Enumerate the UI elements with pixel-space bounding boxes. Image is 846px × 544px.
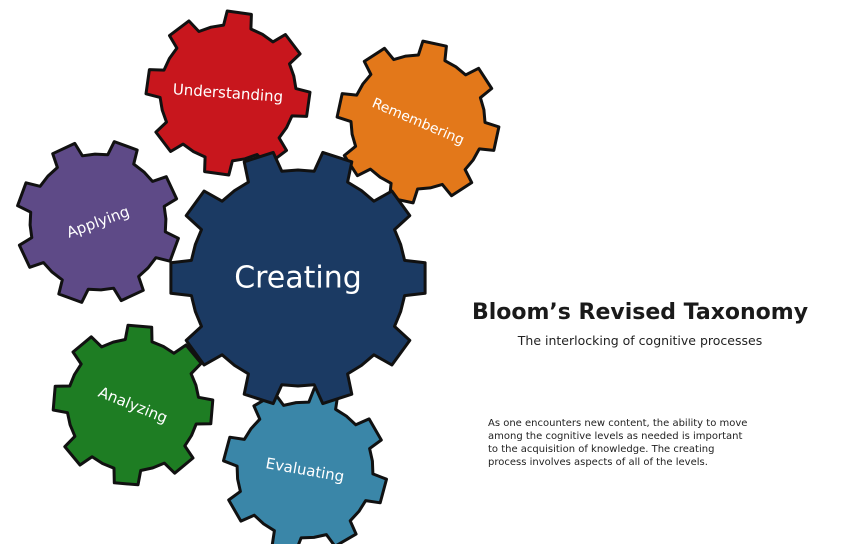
- diagram-subtitle: The interlocking of cognitive processes: [517, 333, 763, 348]
- diagram-title: Bloom’s Revised Taxonomy: [471, 300, 809, 325]
- gear-creating: Creating: [169, 150, 427, 406]
- gear-evaluating: Evaluating: [222, 387, 388, 544]
- understanding-gear-shape: [144, 9, 312, 177]
- description-line: As one encounters new content, the abili…: [488, 418, 748, 429]
- gear-analyzing: Analyzing: [51, 323, 215, 487]
- creating-gear-shape: [169, 150, 427, 406]
- remembering-gear-shape: [335, 39, 501, 205]
- applying-gear-shape: [16, 140, 180, 304]
- analyzing-gear-shape: [51, 323, 215, 487]
- creating-gear-label: Creating: [234, 261, 362, 296]
- description-line: to the acquisition of knowledge. The cre…: [488, 444, 715, 455]
- gear-understanding: Understanding: [144, 9, 312, 177]
- gear-remembering: Remembering: [335, 39, 501, 205]
- description-line: among the cognitive levels as needed is …: [488, 431, 743, 442]
- description-text: As one encounters new content, the abili…: [488, 417, 838, 469]
- description-line: process involves aspects of all of the l…: [488, 457, 708, 468]
- gear-applying: Applying: [16, 140, 180, 304]
